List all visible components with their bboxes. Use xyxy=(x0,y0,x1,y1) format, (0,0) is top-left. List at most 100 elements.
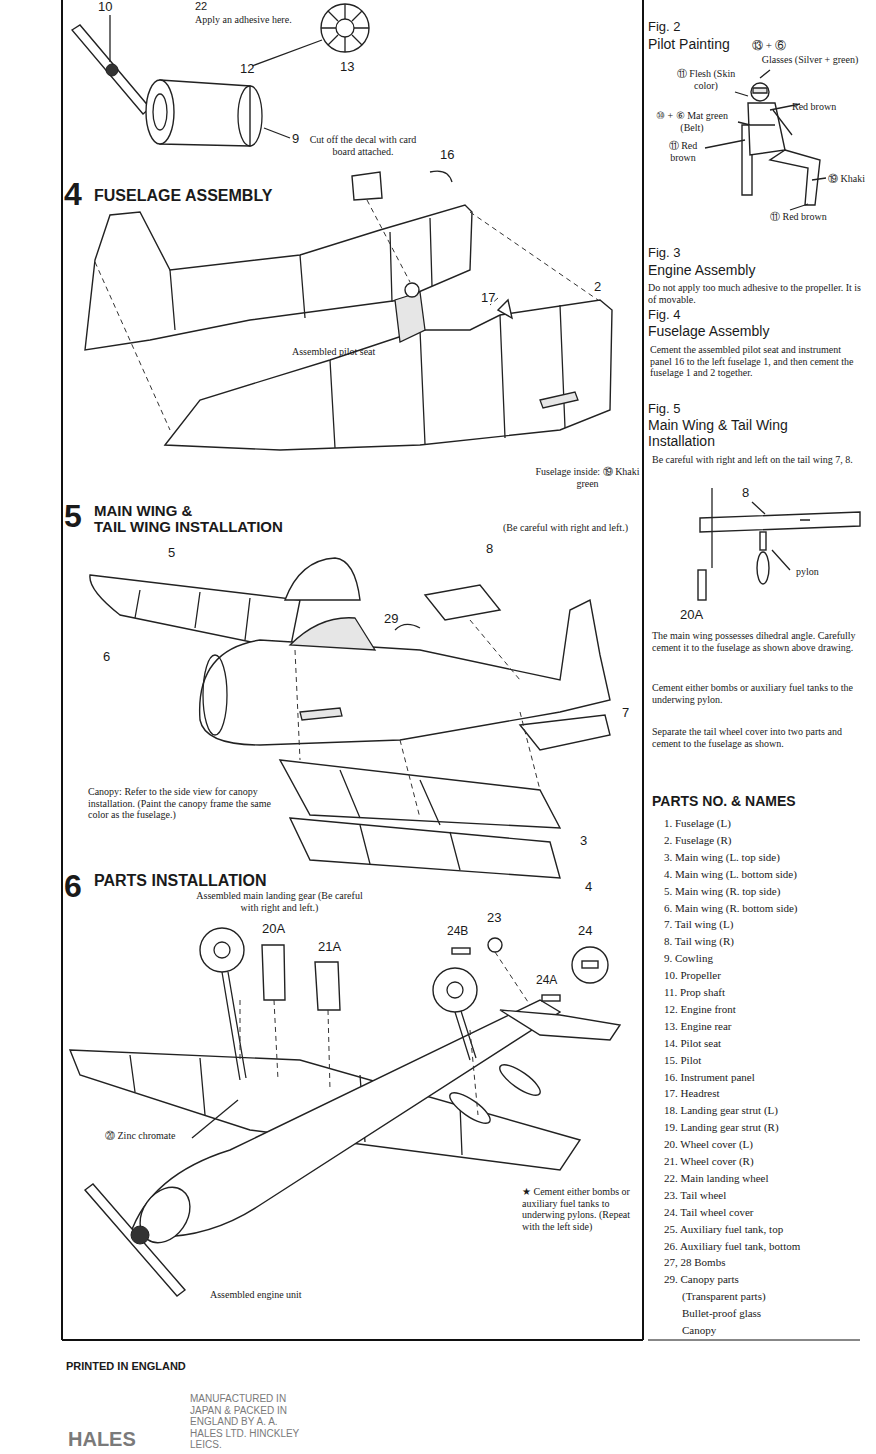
step-number: 6 xyxy=(64,868,82,905)
part-list-item: 22. Main landing wheel xyxy=(664,1172,768,1185)
part-list-item: 11. Prop shaft xyxy=(664,986,725,999)
footer-imprint: MANUFACTURED IN JAPAN & PACKED IN ENGLAN… xyxy=(190,1393,310,1451)
note: Do not apply too much adhesive to the pr… xyxy=(648,282,863,305)
step-number: 4 xyxy=(64,176,82,213)
part-list-item: 19. Landing gear strut (R) xyxy=(664,1121,779,1134)
part-list-item: 8. Tail wing (R) xyxy=(664,935,734,948)
note: (Be careful with right and left.) xyxy=(498,522,633,534)
part-list-item: 6. Main wing (R. bottom side) xyxy=(664,902,798,915)
note: Assembled main landing gear (Be careful … xyxy=(192,890,367,913)
note: Assembled pilot seat xyxy=(292,346,375,358)
heading: Fig. 4 xyxy=(648,308,681,323)
part-list-item: 24. Tail wheel cover xyxy=(664,1206,753,1219)
callout-number: 29 xyxy=(384,612,398,627)
heading: FUSELAGE ASSEMBLY xyxy=(94,187,272,205)
part-list-item: 20. Wheel cover (L) xyxy=(664,1138,753,1151)
part-list-item: 15. Pilot xyxy=(664,1054,701,1067)
note: Assembled engine unit xyxy=(210,1289,302,1301)
part-list-item: Bullet-proof glass xyxy=(682,1307,761,1320)
part-list-item: 10. Propeller xyxy=(664,969,721,982)
wing-installation-drawing xyxy=(90,558,610,878)
callout-number: 17 xyxy=(481,291,495,306)
note: pylon xyxy=(796,566,819,578)
note: Cement either bombs or auxiliary fuel ta… xyxy=(652,682,864,705)
part-list-item: 18. Landing gear strut (L) xyxy=(664,1104,778,1117)
note: The main wing possesses dihedral angle. … xyxy=(652,630,864,653)
footer-imprint: PRINTED IN ENGLAND xyxy=(66,1360,186,1373)
callout-number: 6 xyxy=(103,650,110,665)
heading: PARTS INSTALLATION xyxy=(94,872,266,890)
note: Canopy: Refer to the side view for canop… xyxy=(88,786,273,821)
callout-number: 12 xyxy=(240,62,254,77)
heading: Pilot Painting xyxy=(648,36,730,52)
heading: PARTS NO. & NAMES xyxy=(652,793,796,809)
part-list-item: 23. Tail wheel xyxy=(664,1189,726,1202)
callout-number: 4 xyxy=(585,880,592,895)
note: Glasses (Silver + green) xyxy=(760,54,860,66)
part-list-item: 1. Fuselage (L) xyxy=(664,817,731,830)
part-list-item: 29. Canopy parts xyxy=(664,1273,739,1286)
callout-number: 3 xyxy=(580,834,587,849)
part-list-item: 2. Fuselage (R) xyxy=(664,834,732,847)
heading: Engine Assembly xyxy=(648,262,755,278)
callout-number: 24A xyxy=(536,974,557,988)
callout-number: 22 xyxy=(195,0,207,13)
heading: Fig. 3 xyxy=(648,246,681,261)
callout-number: 5 xyxy=(168,546,175,561)
heading: Main Wing & Tail Wing Installation xyxy=(648,417,848,449)
note: Red brown xyxy=(792,101,836,113)
note: Separate the tail wheel cover into two p… xyxy=(652,726,864,749)
note: ⑲ Khaki xyxy=(828,173,865,185)
note: Be careful with right and left on the ta… xyxy=(652,454,864,466)
wing-pylon-detail xyxy=(698,488,860,600)
callout-number: 2 xyxy=(594,280,601,295)
part-list-item: 14. Pilot seat xyxy=(664,1037,721,1050)
heading: Fuselage Assembly xyxy=(648,323,769,339)
callout-number: 7 xyxy=(622,706,629,721)
step-number: 5 xyxy=(64,498,82,535)
callout-number: 20A xyxy=(262,922,285,937)
part-list-item: 4. Main wing (L. bottom side) xyxy=(664,868,797,881)
part-list-item: 7. Tail wing (L) xyxy=(664,918,733,931)
part-list-item: Canopy xyxy=(682,1324,716,1337)
part-list-item: 25. Auxiliary fuel tank, top xyxy=(664,1223,783,1236)
note: ⑪ Red brown xyxy=(770,211,827,223)
callout-number: 8 xyxy=(486,542,493,557)
callout-number: 13 xyxy=(340,60,354,75)
part-list-item: 27, 28 Bombs xyxy=(664,1256,725,1269)
part-list-item: 5. Main wing (R. top side) xyxy=(664,885,780,898)
part-list-item: 3. Main wing (L. top side) xyxy=(664,851,780,864)
note: ⑪ Flesh (Skin color) xyxy=(664,68,748,91)
part-list-item: 12. Engine front xyxy=(664,1003,736,1016)
frame-rules xyxy=(62,0,860,1340)
heading: MAIN WING & xyxy=(94,502,192,519)
parts-installation-drawing xyxy=(70,928,620,1296)
note: ★ Cement either bombs or auxiliary fuel … xyxy=(522,1186,640,1232)
part-list-item: (Transparent parts) xyxy=(682,1290,766,1303)
callout-number: 21A xyxy=(318,940,341,955)
part-list-item: 17. Headrest xyxy=(664,1087,720,1100)
note: Apply an adhesive here. xyxy=(195,14,292,26)
callout-number: 16 xyxy=(440,148,454,163)
callout-number: ⑬ + ⑥ xyxy=(752,39,786,52)
heading: Fig. 2 xyxy=(648,20,681,35)
note: ⑳ Zinc chromate xyxy=(105,1130,176,1142)
callout-number: 10 xyxy=(98,0,112,15)
fuselage-assembly-drawing xyxy=(85,171,612,450)
heading: Fig. 5 xyxy=(648,402,681,417)
note: Cement the assembled pilot seat and inst… xyxy=(650,344,865,379)
footer-imprint: HALES xyxy=(68,1428,136,1451)
pilot-figure xyxy=(705,70,826,210)
callout-number: 24 xyxy=(578,924,592,939)
callout-number: 20A xyxy=(680,608,703,623)
callout-number: 23 xyxy=(487,911,501,926)
callout-number: 24B xyxy=(447,925,468,939)
part-list-item: 9. Cowling xyxy=(664,952,713,965)
note: ⑩ + ⑥ Mat green (Belt) xyxy=(646,110,738,133)
note: Fuselage inside: ⑲ Khaki green xyxy=(530,466,645,489)
part-list-item: 16. Instrument panel xyxy=(664,1071,755,1084)
part-list-item: 26. Auxiliary fuel tank, bottom xyxy=(664,1240,800,1253)
note: Cut off the decal with card board attach… xyxy=(298,134,428,157)
engine-parts xyxy=(72,4,369,146)
